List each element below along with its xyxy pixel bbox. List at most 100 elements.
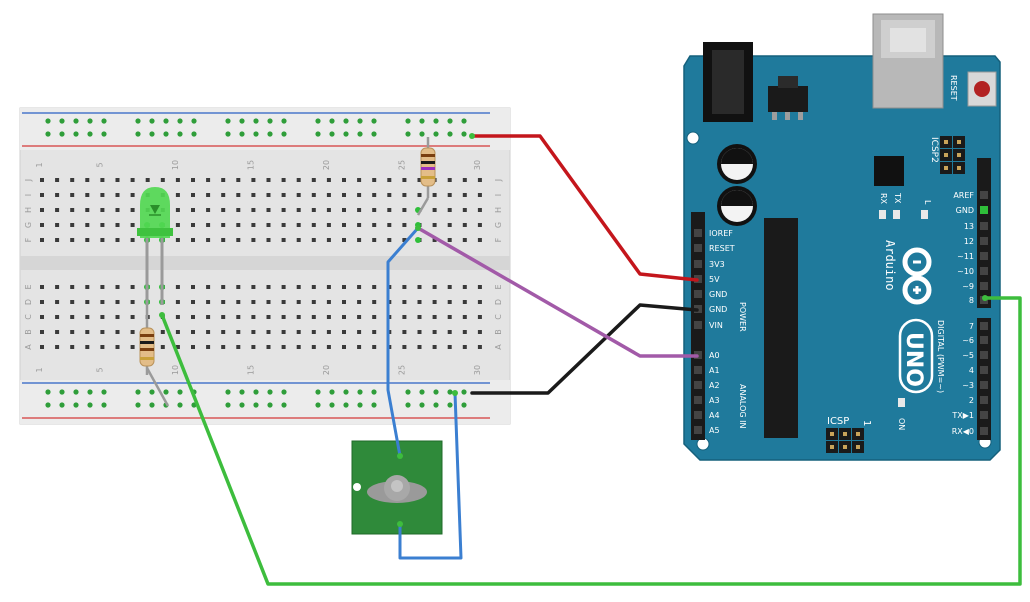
column-number-top: 20 <box>322 160 331 170</box>
analog-pin-label: A0 <box>709 351 720 360</box>
column-number-top: 10 <box>171 160 180 170</box>
row-letter: I <box>494 194 503 196</box>
arduino-brand-text: Arduino <box>883 240 897 291</box>
capacitor-1 <box>717 144 757 184</box>
reset-label: RESET <box>949 75 958 101</box>
reset-button[interactable] <box>967 71 997 107</box>
analog-section-label: ANALOG IN <box>738 384 747 429</box>
column-number-bottom: 10 <box>171 365 180 375</box>
wire-black-gnd <box>470 303 699 395</box>
digital-pin-label: TX▶1 <box>951 411 974 420</box>
column-number-bottom: 15 <box>246 365 255 375</box>
digital-pin-label: 8 <box>969 296 974 305</box>
power-pin-label: VIN <box>709 321 723 330</box>
tx-led <box>893 210 900 219</box>
power-section-label: POWER <box>738 302 747 332</box>
digital-pin-label: ~6 <box>962 336 974 345</box>
digital-section-label: DIGITAL (PWM=~) <box>936 320 945 393</box>
power-pin-label: GND <box>709 290 727 299</box>
digital-pin-label: AREF <box>953 191 974 200</box>
capacitor-2 <box>717 186 757 226</box>
digital-pin-label: 2 <box>969 396 974 405</box>
column-number-bottom: 30 <box>473 365 482 375</box>
column-number-bottom: 20 <box>322 365 331 375</box>
on-led <box>898 398 905 407</box>
icsp2-label: ICSP2 <box>929 137 939 163</box>
row-letter: J <box>24 179 33 182</box>
analog-pin-label: A4 <box>709 411 720 420</box>
digital-pin-label: 13 <box>964 222 974 231</box>
row-letter: H <box>494 207 503 213</box>
row-letter: E <box>24 284 33 289</box>
digital-pin-label: GND <box>956 206 974 215</box>
power-pin-label: GND <box>709 305 727 314</box>
row-letter: H <box>24 207 33 213</box>
tx-led-label: TX <box>893 192 902 204</box>
rx-led-label: RX <box>879 193 888 205</box>
analog-pin-label: A2 <box>709 381 720 390</box>
arduino-logo <box>902 247 932 305</box>
top-power-rail <box>20 108 510 150</box>
l-led-label: L <box>923 200 932 205</box>
power-pin-label: 5V <box>709 275 720 284</box>
uno-model-text: UNO <box>901 332 926 387</box>
column-number-bottom: 25 <box>397 365 406 375</box>
pulldown-resistor <box>416 137 436 216</box>
row-letter: D <box>24 299 33 305</box>
row-letter: C <box>494 314 503 320</box>
column-number-top: 15 <box>246 160 255 170</box>
digital-pin-label: 4 <box>969 366 974 375</box>
voltage-regulator <box>768 76 808 120</box>
power-pin-label: 3V3 <box>709 260 725 269</box>
row-letter: G <box>24 222 33 228</box>
digital-pin-label: ~10 <box>957 267 974 276</box>
row-letter: B <box>494 329 503 335</box>
bottom-power-rail <box>20 380 510 424</box>
row-letter: J <box>494 179 503 182</box>
digital-pin-label: RX◀0 <box>952 427 974 436</box>
column-number-top: 1 <box>35 162 44 167</box>
digital-pin-label: ~3 <box>962 381 974 390</box>
digital-pin-label: 12 <box>964 237 974 246</box>
arduino-uno-board: RESET ICSP2 ICSP 1 TX RX L ON Arduino UN… <box>683 13 1001 461</box>
column-number-bottom: 5 <box>95 367 104 372</box>
on-label: ON <box>897 418 906 430</box>
wire-blue-ground <box>398 391 463 560</box>
row-letter: G <box>494 222 503 228</box>
wire-blue-signal <box>386 226 420 458</box>
led-resistor <box>139 305 170 407</box>
column-number-top: 30 <box>473 160 482 170</box>
digital-pin-label: 7 <box>969 322 974 331</box>
digital-pin-label: ~5 <box>962 351 974 360</box>
row-letter: B <box>24 329 33 335</box>
column-number-bottom: 1 <box>35 367 44 372</box>
row-letter: I <box>24 194 33 196</box>
wire-green-pin8 <box>160 296 1022 586</box>
usb-connector <box>872 13 944 109</box>
digital-pin-label: ~11 <box>957 252 974 261</box>
row-letter: E <box>494 284 503 289</box>
icsp-label: ICSP <box>827 416 849 427</box>
row-letter: C <box>24 314 33 320</box>
atmega-chip <box>764 218 798 438</box>
usb-chip <box>874 156 904 186</box>
row-letter: F <box>494 237 503 242</box>
power-pin-label: RESET <box>709 244 735 253</box>
center-channel <box>20 256 510 270</box>
column-number-top: 5 <box>95 162 104 167</box>
potentiometer <box>351 440 443 535</box>
icsp2-header <box>940 136 965 174</box>
wires <box>160 134 1022 586</box>
power-pin-label: IOREF <box>709 229 733 238</box>
column-number-top: 25 <box>397 160 406 170</box>
row-letter: A <box>494 344 503 350</box>
wire-endpoints <box>159 133 988 527</box>
icsp-header <box>826 428 864 453</box>
analog-pin-label: A5 <box>709 426 720 435</box>
row-letter: F <box>24 237 33 242</box>
row-letter: D <box>494 299 503 305</box>
analog-pin-label: A3 <box>709 396 720 405</box>
rx-led <box>879 210 886 219</box>
row-letter: A <box>24 344 33 350</box>
